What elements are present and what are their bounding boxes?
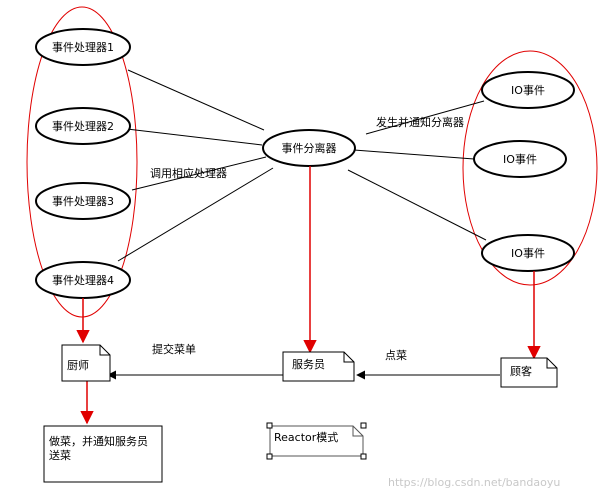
event-demultiplexer-label: 事件分离器 — [282, 141, 337, 155]
selection-handle-top-right[interactable] — [360, 422, 367, 429]
waiter-note-label: 服务员 — [292, 358, 325, 371]
handler-3[interactable]: 事件处理器3 — [35, 182, 131, 220]
selection-handle-top-left[interactable] — [266, 422, 273, 429]
line-demux-io1 — [365, 100, 485, 135]
waiter-note[interactable]: 服务员 — [282, 351, 355, 382]
handler-4-label: 事件处理器4 — [52, 274, 114, 287]
event-demultiplexer[interactable]: 事件分离器 — [262, 129, 356, 167]
io-event-2[interactable]: IO事件 — [473, 140, 567, 178]
io-event-1-label: IO事件 — [511, 84, 545, 97]
line-demux-io2 — [353, 149, 475, 160]
chef-note-label: 厨师 — [67, 359, 89, 372]
handler-2[interactable]: 事件处理器2 — [35, 107, 131, 145]
dispatch-label: 调用相应处理器 — [150, 166, 227, 180]
line-handler4-demux — [117, 167, 274, 262]
handlers-group-outline — [26, 6, 138, 318]
order-label: 点菜 — [385, 349, 407, 362]
handler-3-label: 事件处理器3 — [52, 195, 114, 208]
handler-4[interactable]: 事件处理器4 — [35, 261, 131, 299]
handler-1-label: 事件处理器1 — [52, 41, 114, 54]
io-event-2-label: IO事件 — [503, 153, 537, 166]
reactor-title-label: Reactor模式 — [274, 431, 338, 444]
io-events-group-outline — [462, 50, 598, 286]
submit-menu-label: 提交菜单 — [152, 342, 196, 356]
red-arrows — [76, 166, 541, 425]
line-handler3-demux — [131, 156, 267, 191]
chef-note[interactable]: 厨师 — [61, 344, 111, 382]
line-handler2-demux — [126, 128, 263, 146]
line-demux-io3 — [347, 169, 487, 241]
customer-note-label: 顾客 — [510, 364, 532, 378]
notify-label: 发生并通知分离器 — [376, 115, 464, 129]
io-event-3-label: IO事件 — [511, 247, 545, 260]
handler-1[interactable]: 事件处理器1 — [35, 28, 131, 66]
customer-note[interactable]: 顾客 — [500, 357, 558, 388]
cook-box-line2: 送菜 — [49, 448, 71, 462]
selection-handle-bottom-right[interactable] — [360, 453, 367, 460]
connector-lines — [117, 69, 487, 262]
selection-handle-bottom-left[interactable] — [266, 453, 273, 460]
line-handler1-demux — [127, 69, 265, 131]
handler-2-label: 事件处理器2 — [52, 120, 114, 133]
cook-box[interactable]: 做菜，并通知服务员 送菜 — [43, 425, 163, 483]
watermark: https://blog.csdn.net/bandaoyu — [388, 476, 560, 489]
reactor-title-note[interactable]: Reactor模式 — [266, 422, 367, 460]
io-event-1[interactable]: IO事件 — [481, 71, 575, 109]
cook-box-line1: 做菜，并通知服务员 — [49, 434, 148, 448]
io-event-3[interactable]: IO事件 — [481, 234, 575, 272]
